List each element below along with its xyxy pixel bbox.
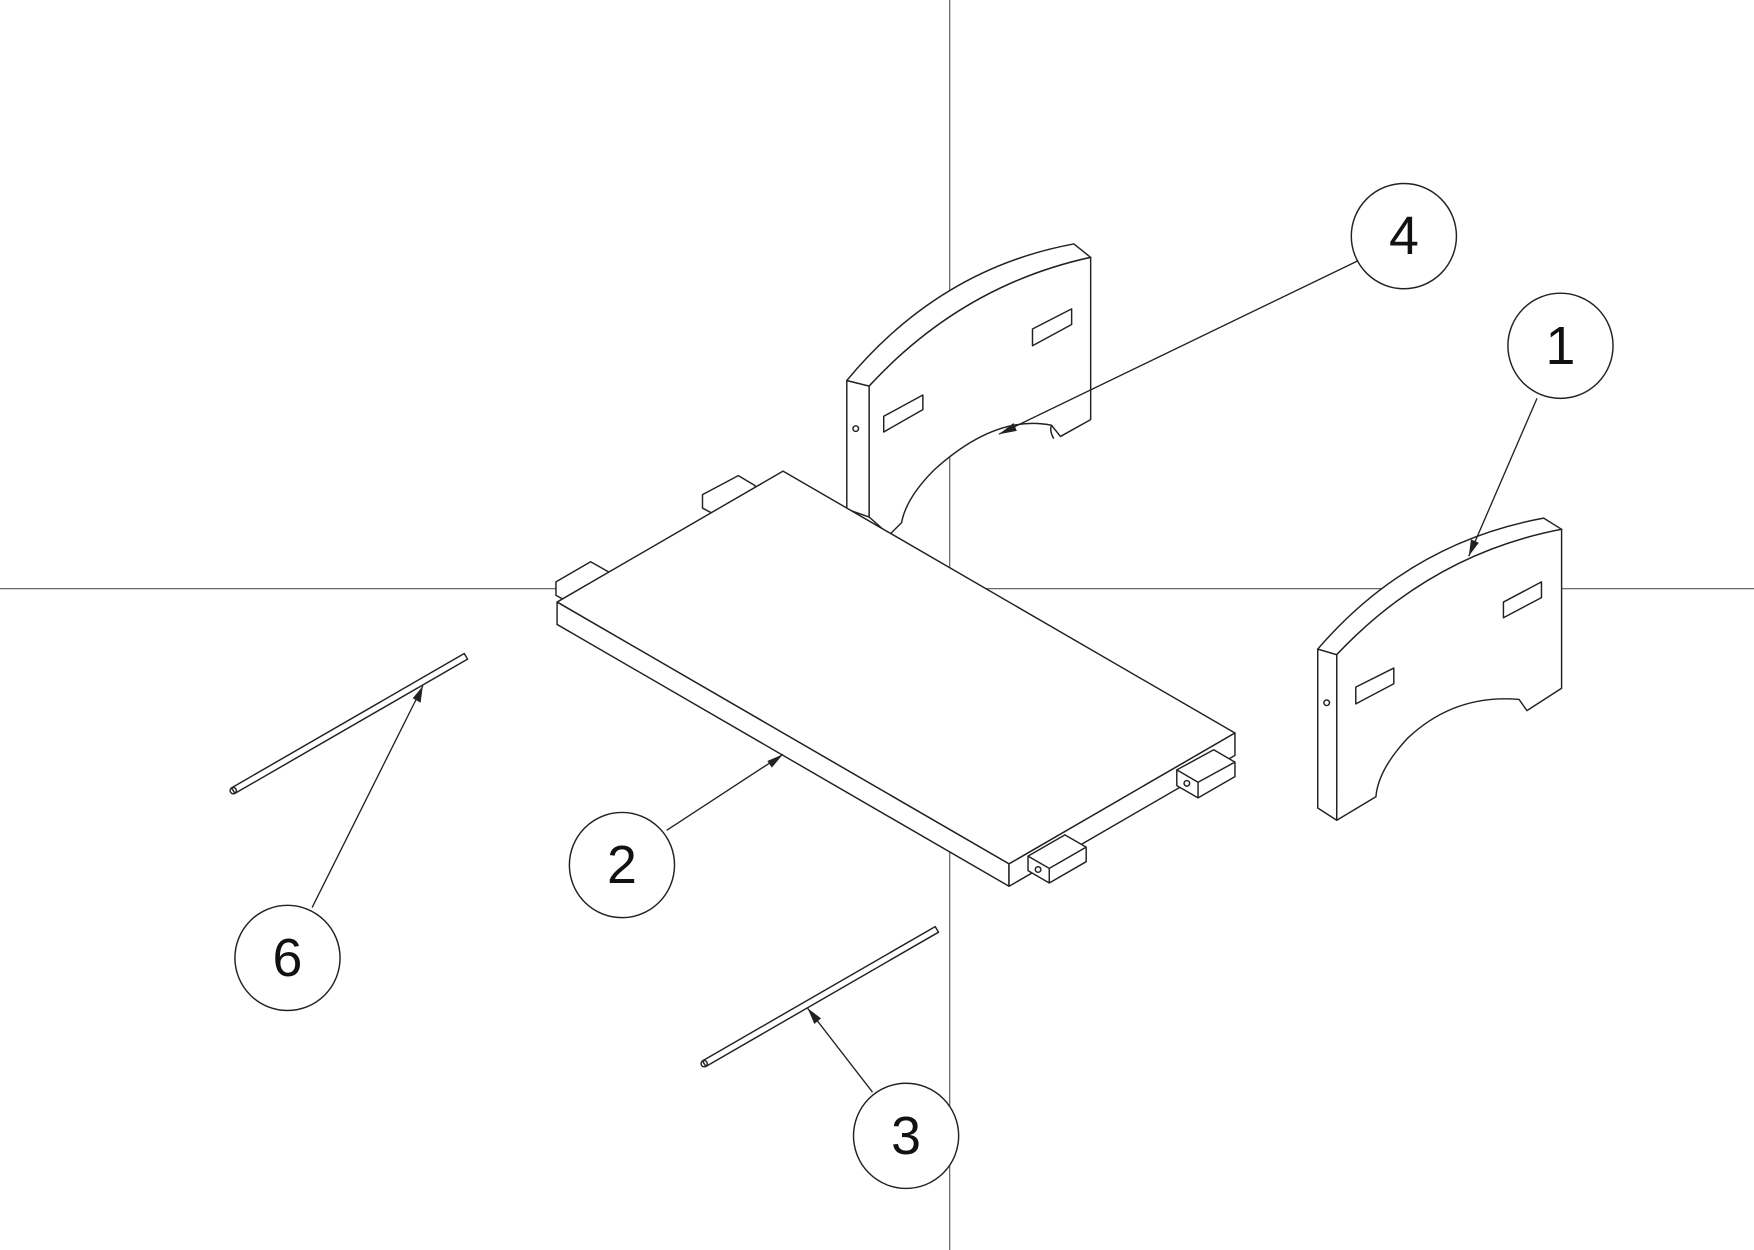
balloon-2: 2 [568,811,676,919]
balloon-3: 3 [852,1082,960,1190]
part-6-rod [229,652,469,795]
balloon-2-label: 2 [607,835,637,895]
balloon-1-label: 1 [1546,316,1576,376]
part-3-rod [700,925,940,1068]
balloon-1: 1 [1507,292,1614,400]
part-2-shelf-board [555,470,1236,888]
balloon-4: 4 [1350,182,1458,290]
balloon-3-label: 3 [891,1106,921,1166]
balloon-6: 6 [234,904,341,1012]
leader-lines [311,260,1538,1093]
balloon-4-label: 4 [1389,206,1419,266]
part-1-side-panel [1317,517,1563,822]
part-4-side-panel [846,243,1092,536]
balloon-6-label: 6 [273,928,303,988]
